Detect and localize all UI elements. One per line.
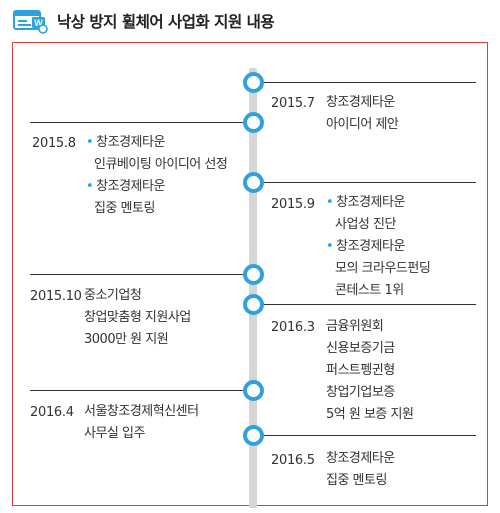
event-line: 창업맞춤형 지원사업 (84, 310, 191, 325)
event-line: 집중 멘토링 (94, 201, 155, 216)
connector-line (264, 435, 476, 437)
connector-line (264, 304, 476, 306)
event-line: 사업성 진단 (335, 217, 396, 232)
timeline-spine (249, 68, 257, 508)
page-title: 낙상 방지 휠체어 사업화 지원 내용 (57, 13, 275, 31)
connector-line (30, 122, 243, 124)
connector-line (30, 274, 243, 276)
event-line: 금융위원회 (326, 319, 384, 334)
timeline-node (243, 425, 264, 446)
timeline-node (243, 264, 264, 285)
bullet-icon: • (86, 179, 94, 194)
event-date: 2015.7 (271, 96, 315, 111)
event-line: 창업기업보증 (326, 385, 395, 400)
event-line: 창조경제타운 (326, 95, 395, 110)
connector-line (264, 182, 476, 184)
connector-line (264, 82, 476, 84)
event-line: 집중 멘토링 (326, 473, 387, 488)
event-line: 인큐베이팅 아이디어 선정 (94, 157, 228, 172)
event-line: •창조경제타운 (86, 135, 165, 150)
event-line: •창조경제타운 (326, 195, 405, 210)
connector-line (30, 390, 243, 392)
bullet-icon: • (326, 239, 334, 254)
timeline-node (243, 380, 264, 401)
timeline-node (243, 112, 264, 133)
header: W 낙상 방지 휠체어 사업화 지원 내용 (13, 6, 275, 36)
timeline-node (243, 172, 264, 193)
event-line: 3000만 원 지원 (84, 332, 169, 347)
event-line: 5억 원 보증 지원 (326, 407, 414, 422)
event-line: 중소기업청 (84, 288, 142, 303)
event-date: 2015.8 (32, 136, 76, 151)
timeline-node (243, 72, 264, 93)
event-date: 2015.9 (271, 197, 315, 212)
event-date: 2015.10 (30, 289, 82, 304)
event-line: 콘테스트 1위 (335, 283, 404, 298)
event-line: 서울창조경제혁신센터 (84, 404, 199, 419)
bullet-icon: • (326, 195, 334, 210)
bullet-icon: • (86, 135, 94, 150)
event-line: 아이디어 제안 (326, 117, 399, 132)
timeline-node (243, 294, 264, 315)
event-date: 2016.5 (271, 453, 315, 468)
event-date: 2016.4 (30, 405, 74, 420)
event-line: 창조경제타운 (326, 451, 395, 466)
event-line: 모의 크라우드펀딩 (335, 261, 431, 276)
event-line: •창조경제타운 (86, 179, 165, 194)
event-line: 신용보증기금 (326, 341, 395, 356)
event-line: 사무실 입주 (84, 426, 145, 441)
event-line: •창조경제타운 (326, 239, 405, 254)
event-date: 2016.3 (271, 320, 315, 335)
event-line: 퍼스트펭귄형 (326, 363, 395, 378)
card-icon: W (13, 8, 49, 34)
svg-text:W: W (34, 18, 43, 28)
